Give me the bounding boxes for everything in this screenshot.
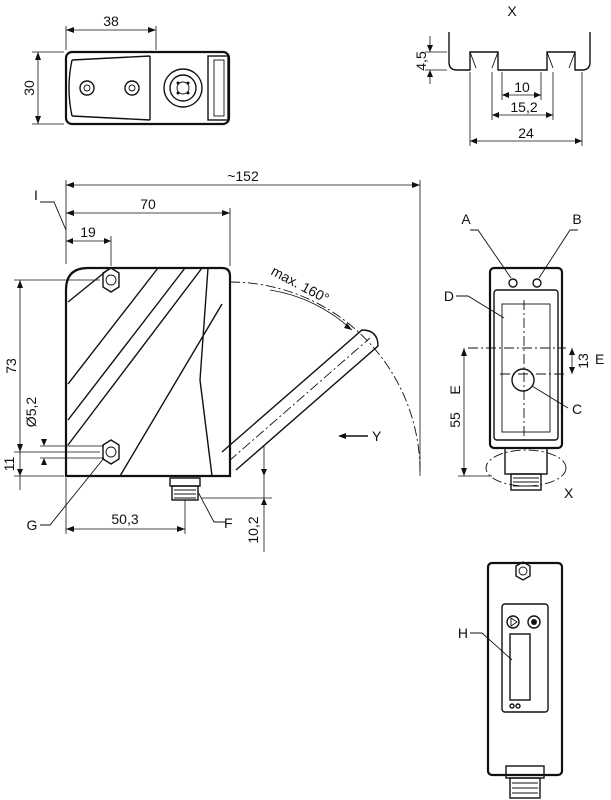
dim-152: ~152 [227, 168, 259, 184]
rotating-connector [221, 329, 379, 471]
dim-73: 73 [3, 358, 19, 374]
hex-screw-rear-icon [515, 561, 531, 581]
dim-11: 11 [1, 457, 17, 472]
label-x-side: X [564, 485, 574, 501]
label-d: D [444, 288, 454, 304]
dim-38: 38 [103, 13, 119, 29]
label-h: H [458, 625, 468, 641]
display-window [509, 633, 531, 701]
dim-24: 24 [518, 125, 534, 141]
setting-knob-icon [527, 615, 541, 629]
label-x-top: X [507, 3, 517, 19]
hex-screw-top-icon [102, 267, 120, 293]
label-e-13: E [595, 351, 604, 367]
rail-profile: X 4,5 10 15,2 24 [413, 3, 591, 146]
screw-right-icon [124, 80, 140, 96]
label-e-55: E [447, 385, 463, 394]
dim-55: 55 [447, 412, 463, 428]
connector-rear-icon [505, 765, 545, 799]
connector-bottom-icon [169, 477, 201, 501]
dim-50-3: 50,3 [111, 511, 138, 527]
angle-160: max. 160° [269, 263, 332, 307]
label-y: Y [372, 428, 382, 444]
label-c: C [572, 401, 582, 417]
dim-19: 19 [80, 224, 96, 240]
label-g: G [27, 517, 38, 533]
label-a: A [461, 211, 471, 227]
dim-70: 70 [140, 196, 156, 212]
label-b: B [572, 211, 581, 227]
screw-left-icon [79, 80, 95, 96]
dim-4-5: 4,5 [413, 51, 429, 71]
dim-30: 30 [21, 80, 37, 96]
dim-10: 10 [514, 79, 530, 95]
side-view: max. 160° Y ~152 70 19 I 73 Ø5,2 [1, 168, 421, 552]
label-f: F [224, 515, 233, 531]
dim-10-2: 10,2 [245, 516, 261, 543]
dim-15-2: 15,2 [510, 99, 537, 115]
connector-front-icon [485, 447, 567, 491]
dim-13: 13 [575, 353, 591, 369]
top-view: 38 30 [21, 13, 231, 126]
front-view: A B D C 13 E 55 E X [444, 211, 604, 501]
connector-top-icon [163, 68, 203, 108]
play-button-icon [506, 615, 520, 629]
dim-diameter: Ø5,2 [23, 397, 39, 428]
rear-view: H [458, 561, 564, 799]
led-indicators [509, 703, 521, 709]
label-i: I [34, 187, 38, 203]
